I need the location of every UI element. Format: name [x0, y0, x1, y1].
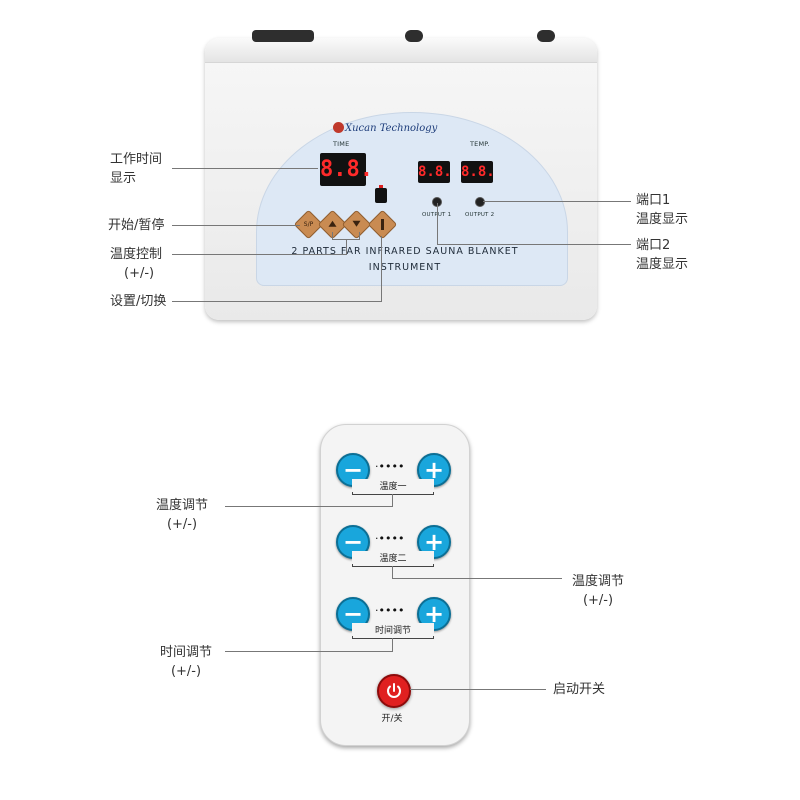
callout-line-port2-v [437, 203, 438, 245]
callout-line-temp-control-h [172, 254, 347, 255]
control-box-top [205, 38, 597, 63]
callout-line-port2-h [437, 244, 631, 245]
temp2-label: 温度二 [352, 551, 434, 564]
callout-line-settings-v [381, 236, 382, 302]
callout-line-work-time [172, 168, 318, 169]
device-title-line1: 2 PARTS FAR INFRARED SAUNA BLANKET [291, 246, 519, 257]
callout-port1: 端口1 温度显示 [636, 191, 688, 229]
callout-power-switch: 启动开关 [553, 682, 606, 697]
temp1-display: 8.8. [418, 161, 452, 183]
power-plug-socket [252, 30, 314, 42]
time-level-dots: ·•••• [375, 604, 405, 617]
callout-work-time: 工作时间 显示 [110, 150, 162, 188]
time-display: 8.8. [320, 153, 373, 186]
temp-label: TEMP. [470, 140, 490, 148]
callout-line-temp-control-b [332, 239, 360, 240]
callout-line-temp-adjust-1-h [225, 506, 393, 507]
callout-port1-line1: 端口1 [636, 193, 671, 208]
output2-label: OUTPUT 2 [465, 212, 495, 218]
temp1-plus-button[interactable]: + [417, 453, 451, 487]
temp2-display: 8.8. [461, 161, 495, 183]
arrow-down-icon [352, 220, 361, 227]
top-knob-left [405, 30, 423, 42]
callout-port2-line1: 端口2 [636, 238, 671, 253]
callout-temp-adjust-2-line2: (+/-) [582, 593, 614, 608]
power-button[interactable] [377, 674, 411, 708]
callout-temp-adjust-1-line1: 温度调节 [156, 498, 209, 513]
time-label: TIME [333, 140, 350, 148]
top-knob-right [537, 30, 555, 42]
callout-temp-control: 温度控制 (+/-) [110, 245, 162, 283]
callout-work-time-line2: 显示 [110, 171, 137, 186]
arrow-up-icon [328, 220, 337, 227]
output1-label: OUTPUT 1 [422, 212, 452, 218]
callout-port2: 端口2 温度显示 [636, 236, 688, 274]
callout-line-temp-control-v [346, 239, 347, 255]
indicator-light [375, 185, 387, 203]
callout-line-start-pause [172, 225, 300, 226]
callout-line-temp-control-l [332, 232, 333, 240]
temp1-level-dots: ·•••• [375, 460, 405, 473]
power-label: 开/关 [381, 714, 403, 724]
wrench-icon [381, 219, 384, 230]
callout-port1-line2: 温度显示 [636, 212, 689, 227]
callout-settings: 设置/切换 [110, 294, 167, 309]
power-icon [387, 683, 401, 698]
callout-line-time-adjust-v [392, 638, 393, 652]
callout-port2-line2: 温度显示 [636, 257, 689, 272]
callout-temp-control-line1: 温度控制 [110, 247, 163, 262]
callout-line-port1 [483, 201, 631, 202]
callout-line-temp-control-r [359, 232, 360, 240]
brand-name: Xucan Technology [345, 123, 438, 134]
callout-temp-adjust-1-line2: (+/-) [166, 517, 198, 532]
callout-start-pause: 开始/暂停 [108, 218, 165, 233]
temp1-label: 温度一 [352, 479, 434, 492]
callout-time-adjust-line2: (+/-) [170, 664, 202, 679]
callout-time-adjust-line1: 时间调节 [160, 645, 213, 660]
output2-jack[interactable] [475, 197, 485, 207]
start-pause-label: S/P [303, 221, 314, 228]
time-plus-button[interactable]: + [417, 597, 451, 631]
callout-temp-control-line2: (+/-) [124, 266, 155, 281]
callout-line-temp-adjust-2-h [392, 578, 562, 579]
callout-line-temp-adjust-1-v [392, 494, 393, 507]
temp2-level-dots: ·•••• [375, 532, 405, 545]
callout-line-temp-adjust-2-v [392, 566, 393, 579]
callout-line-settings-h [172, 301, 382, 302]
callout-temp-adjust-1: 温度调节 (+/-) [156, 496, 208, 534]
brand-logo-icon [333, 122, 344, 133]
callout-line-time-adjust-h [225, 651, 393, 652]
callout-time-adjust: 时间调节 (+/-) [160, 643, 212, 681]
time-label: 时间调节 [352, 623, 434, 636]
callout-work-time-line1: 工作时间 [110, 152, 163, 167]
callout-line-power-switch [410, 689, 546, 690]
callout-temp-adjust-2-line1: 温度调节 [572, 574, 625, 589]
device-title-line2: INSTRUMENT [368, 262, 442, 273]
callout-temp-adjust-2: 温度调节 (+/-) [572, 572, 624, 610]
